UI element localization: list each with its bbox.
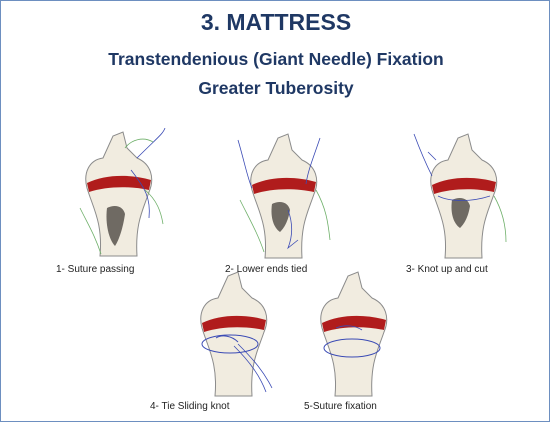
step-4-illustration xyxy=(180,268,290,398)
shoulder-drawing-3 xyxy=(410,130,520,260)
step-3-illustration xyxy=(410,130,520,260)
slide-title: 3. MATTRESS xyxy=(0,9,552,36)
step-2-caption: 2- Lower ends tied xyxy=(225,264,307,275)
step-3-caption: 3- Knot up and cut xyxy=(406,264,488,275)
shoulder-drawing-1 xyxy=(65,128,175,258)
step-4-caption: 4- Tie Sliding knot xyxy=(150,401,230,412)
step-2-illustration xyxy=(230,130,340,260)
step-5-caption: 5-Suture fixation xyxy=(304,401,377,412)
shoulder-drawing-5 xyxy=(300,268,410,398)
slide-subtitle: Transtendenious (Giant Needle) Fixation xyxy=(0,49,552,70)
step-1-illustration xyxy=(65,128,175,258)
slide-subtitle-secondary: Greater Tuberosity xyxy=(0,78,552,99)
shoulder-drawing-2 xyxy=(230,130,340,260)
step-5-illustration xyxy=(300,268,410,398)
step-1-caption: 1- Suture passing xyxy=(56,264,134,275)
shoulder-drawing-4 xyxy=(180,268,290,398)
